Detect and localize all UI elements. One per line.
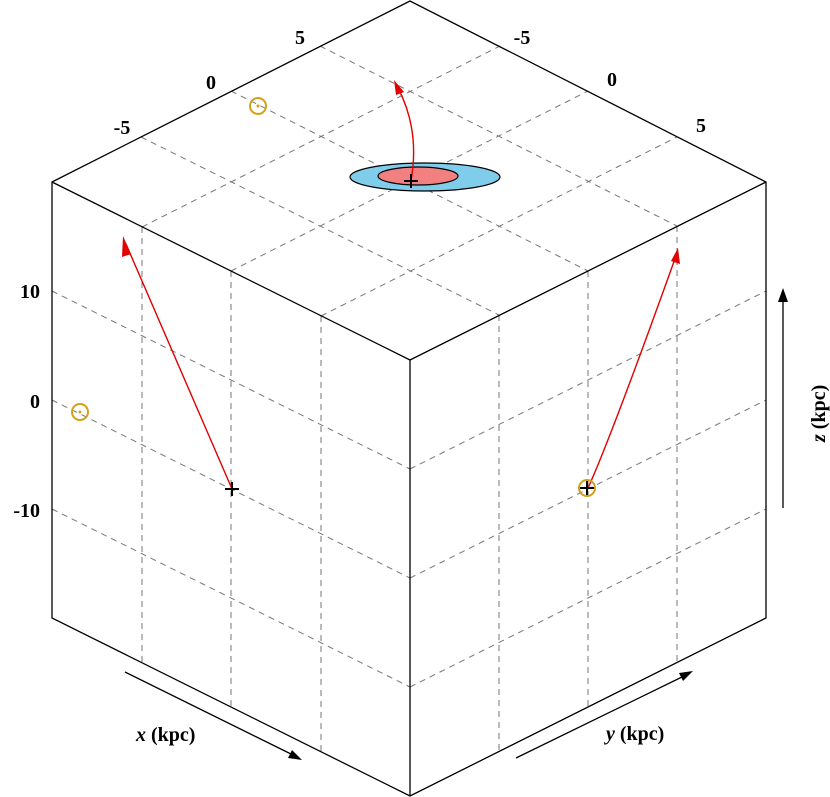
velocity-arrows: [122, 80, 680, 490]
z-direction-arrow: [778, 288, 788, 508]
tick-top-left-1: 0: [206, 72, 216, 94]
cube-edges: [51, 0, 767, 797]
tick-left-0: 10: [20, 281, 40, 303]
tick-left-1: 0: [30, 391, 40, 413]
tick-top-left-0: -5: [114, 117, 131, 139]
top-left-tick-labels: -5 0 5: [114, 27, 305, 139]
y-axis-title: y (kpc): [604, 723, 664, 745]
x-axis-title: x (kpc): [135, 724, 195, 746]
source-markers: [225, 174, 594, 496]
top-plus-marker: [404, 174, 418, 188]
x-direction-arrow: [124, 671, 302, 760]
tick-top-right-0: -5: [514, 27, 531, 49]
z-axis-title: z (kpc): [808, 385, 830, 443]
left-plus-marker: [225, 482, 239, 496]
left-side-tick-labels: 10 0 -10: [13, 281, 40, 522]
tick-top-right-1: 0: [607, 69, 617, 91]
top-velocity-arrow: [397, 87, 415, 182]
inner-red-ellipse: [377, 166, 459, 186]
right-plus-marker: [580, 481, 594, 495]
top-right-tick-labels: -5 0 5: [514, 27, 706, 137]
right-velocity-arrow: [587, 255, 677, 489]
left-sun-symbol: [71, 403, 89, 421]
tick-left-2: -10: [13, 500, 40, 522]
top-sun-symbol: [249, 97, 267, 115]
y-direction-arrow: [515, 671, 693, 759]
tick-top-left-2: 5: [295, 27, 305, 49]
sun-symbols: [71, 97, 596, 497]
left-velocity-arrow: [125, 243, 233, 490]
tick-top-right-2: 5: [696, 115, 706, 137]
right-sun-symbol: [578, 479, 596, 497]
